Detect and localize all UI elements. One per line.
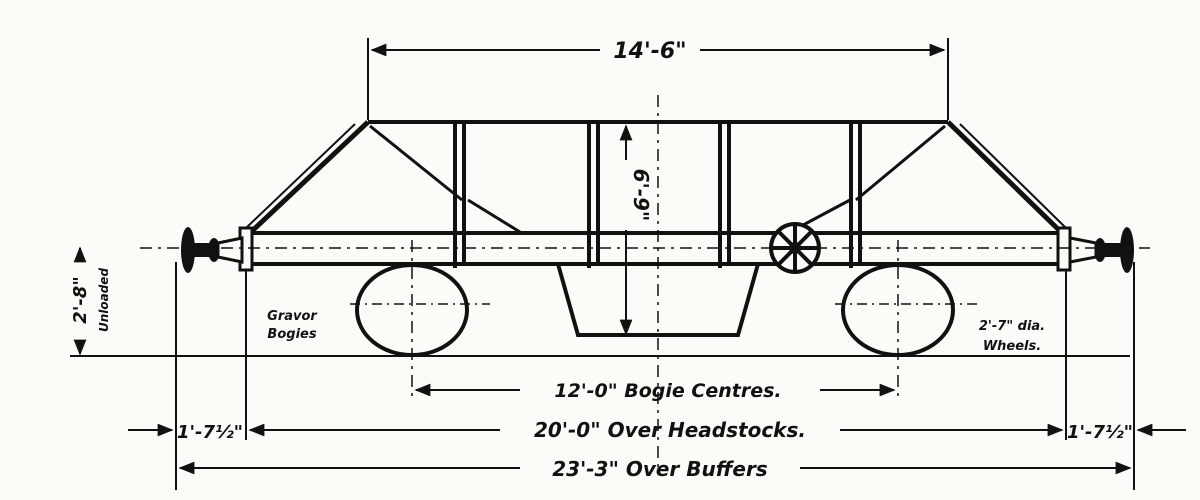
dim-end-left: 1'-7½"	[177, 422, 243, 443]
dim-over-headstocks: 20'-0" Over Headstocks.	[534, 418, 806, 442]
dim-height-upper: 6'-9"	[629, 169, 653, 222]
label-bogies-line1: Gravor	[267, 309, 318, 324]
dim-bogie-centres: 12'-0" Bogie Centres.	[554, 380, 781, 402]
dimension-lines	[73, 38, 1186, 490]
right-buffer	[1068, 227, 1134, 273]
dim-end-right: 1'-7½"	[1067, 422, 1133, 443]
left-bogie-wheel	[350, 263, 490, 357]
label-wheels-line2: Wheels.	[983, 339, 1041, 354]
dim-top-span: 14'-6"	[613, 39, 686, 64]
label-wheels-line1: 2'-7" dia.	[979, 319, 1045, 334]
left-buffer	[181, 227, 244, 273]
dim-over-buffers: 23'-3" Over Buffers	[552, 457, 768, 481]
label-bogies-line2: Bogies	[267, 327, 316, 342]
dim-height-centre-note: Unloaded	[97, 268, 111, 332]
hopper-discharge	[556, 263, 760, 337]
right-bogie-wheel	[835, 263, 980, 357]
centre-lines	[140, 95, 1150, 470]
dim-height-centre: 2'-8"	[70, 276, 91, 323]
